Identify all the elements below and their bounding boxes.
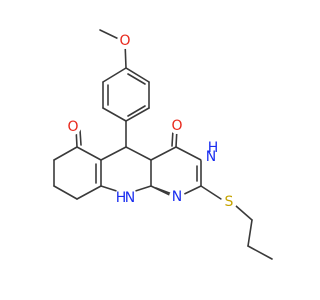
bond-line bbox=[125, 67, 150, 83]
methoxy-oxygen-atom: O bbox=[117, 33, 133, 49]
bond-line bbox=[125, 146, 152, 161]
nh-top-atom: H N bbox=[201, 140, 219, 166]
atom-labels: O O O H N H N N S bbox=[65, 33, 237, 210]
bond-line bbox=[76, 146, 102, 161]
bond-line bbox=[100, 146, 127, 161]
molecule-structure: O O O H N H N N S bbox=[53, 29, 273, 260]
bond-line bbox=[200, 185, 222, 200]
bond-line bbox=[175, 146, 202, 161]
sulfur-atom: S bbox=[221, 194, 237, 210]
ring-nitrogen-atom: N bbox=[169, 189, 185, 205]
svg-text:H: H bbox=[208, 140, 219, 156]
bond-line bbox=[102, 67, 127, 83]
svg-text:N: N bbox=[125, 190, 135, 206]
bond-line bbox=[235, 205, 253, 221]
bond-line bbox=[127, 73, 146, 85]
lactam-oxygen-atom: O bbox=[169, 118, 185, 134]
bond-line bbox=[53, 146, 78, 161]
svg-text:O: O bbox=[171, 118, 182, 134]
bond-line bbox=[125, 107, 150, 122]
svg-text:N: N bbox=[206, 149, 216, 165]
bond-line bbox=[79, 129, 82, 146]
bond-line bbox=[150, 146, 177, 161]
bond-line bbox=[247, 245, 273, 260]
svg-text:H: H bbox=[116, 190, 127, 206]
svg-text:S: S bbox=[225, 194, 234, 210]
bond-line bbox=[127, 105, 146, 117]
bond-line bbox=[53, 185, 78, 200]
svg-text:O: O bbox=[67, 119, 78, 135]
nh-bottom-atom: H N bbox=[116, 184, 136, 206]
bond-line bbox=[247, 219, 253, 247]
bond-lines bbox=[53, 29, 273, 260]
ketone-oxygen-atom: O bbox=[65, 119, 81, 135]
bond-line bbox=[155, 187, 173, 195]
bond-line bbox=[76, 185, 102, 200]
svg-text:N: N bbox=[172, 189, 182, 205]
svg-text:O: O bbox=[119, 33, 130, 49]
bond-line bbox=[102, 107, 127, 122]
